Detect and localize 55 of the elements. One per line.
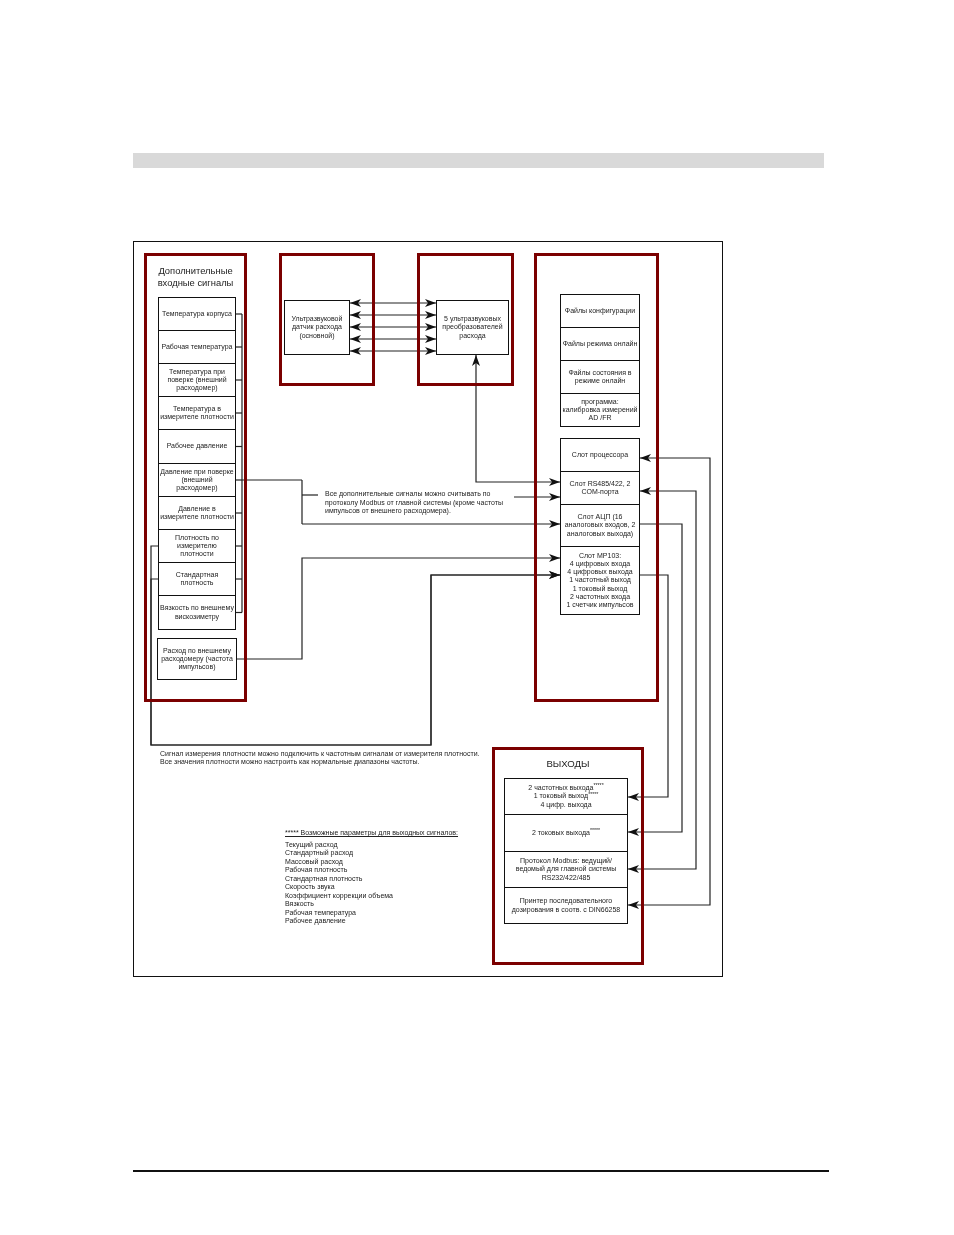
- connector-line: [235, 512, 243, 514]
- arrow: [349, 323, 437, 331]
- bus-line: [241, 313, 303, 614]
- arrow: [472, 354, 561, 486]
- arrow: [627, 487, 697, 873]
- arrow: [349, 347, 437, 355]
- connector-line: [235, 578, 243, 580]
- input-signal-block: [158, 396, 236, 430]
- arrow: [627, 523, 683, 836]
- input-signal-block: [158, 297, 236, 331]
- connector-line: [235, 479, 243, 481]
- connector-line: [235, 346, 243, 348]
- arrow: [349, 311, 437, 319]
- connector-line: [301, 494, 319, 496]
- sensor-block: [284, 300, 350, 355]
- input-signal-block: [158, 330, 236, 364]
- output-block: [504, 778, 628, 815]
- input-signal-block: [158, 496, 236, 530]
- connector-line: [235, 412, 243, 414]
- arrow: [236, 554, 561, 660]
- connector-line: [235, 313, 243, 315]
- arrow: [627, 574, 669, 801]
- input-signal-block: [158, 562, 236, 596]
- file-block: [560, 327, 640, 361]
- arrow: [349, 299, 437, 307]
- output-block: [504, 814, 628, 852]
- slot-block: [560, 471, 640, 505]
- arrow: [349, 335, 437, 343]
- connector-line: [235, 545, 243, 547]
- section-heading: ВЫХОДЫ: [545, 758, 591, 771]
- slot-block: [560, 438, 640, 472]
- input-signal-block: [157, 638, 237, 680]
- input-signal-block: [158, 429, 236, 464]
- connector-line: [235, 611, 243, 614]
- file-block: [560, 294, 640, 328]
- transducer-block: [436, 300, 509, 355]
- section-frame: [417, 253, 514, 386]
- section-frame: [144, 253, 247, 702]
- section-frame: [279, 253, 375, 386]
- connector-line: [235, 445, 243, 448]
- input-signal-block: [158, 595, 236, 630]
- file-block: [560, 360, 640, 394]
- arrow: [301, 520, 561, 528]
- section-frame: [534, 253, 659, 702]
- arrow: [627, 454, 711, 909]
- section-frame: [492, 747, 644, 965]
- slot-block: [560, 546, 640, 615]
- output-block: [504, 851, 628, 888]
- arrow: [513, 493, 561, 501]
- slot-block: [560, 504, 640, 547]
- input-signal-block: [158, 529, 236, 563]
- output-block: [504, 887, 628, 924]
- connector-line: [235, 379, 243, 381]
- section-heading: Дополнительные входные сигналы: [156, 265, 235, 290]
- input-signal-block: [158, 363, 236, 397]
